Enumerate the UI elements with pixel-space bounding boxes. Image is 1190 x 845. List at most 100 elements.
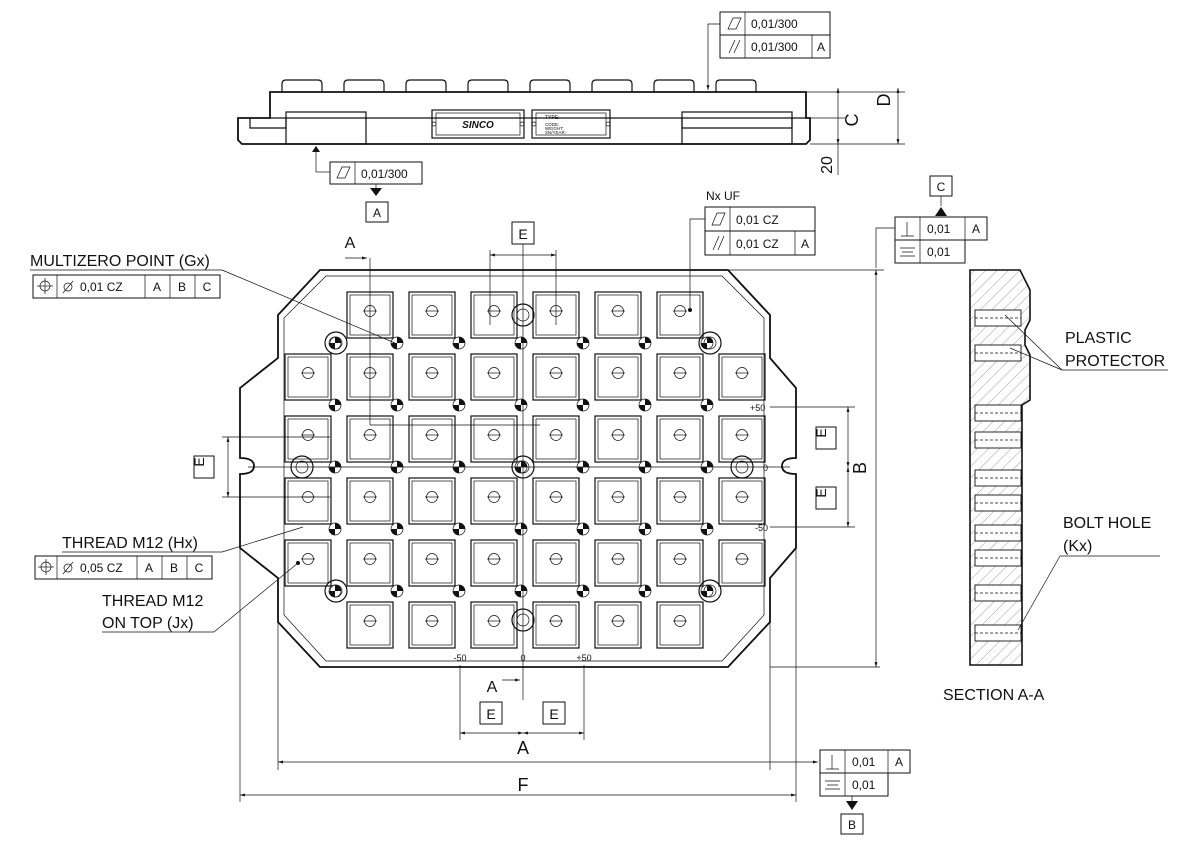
tile-inner [287, 418, 329, 460]
tile [408, 353, 456, 401]
tile [656, 601, 704, 649]
thread-hx-tol-a: A [145, 561, 153, 575]
datum-a-label: A [373, 206, 381, 220]
dim-d: D [874, 94, 894, 107]
tile [284, 353, 332, 401]
bolt-hole-callout: BOLT HOLE (Kx) [1017, 515, 1160, 631]
section-view: PLASTIC PROTECTOR BOLT HOLE (Kx) SECTION… [943, 269, 1168, 704]
bottom-perp-value: 0,01 [852, 755, 876, 769]
position-icon [37, 278, 53, 294]
zero-point-markers [290, 303, 754, 632]
zero-point-quadrant [329, 529, 335, 535]
section-body [969, 269, 1031, 666]
tile [656, 477, 704, 525]
multizero-ring-inner [329, 336, 343, 350]
tile [594, 291, 642, 339]
plate-outline [239, 269, 797, 668]
thread-jx-callout: THREAD M12 ON TOP (Jx) [102, 561, 300, 633]
plastic-line2: PROTECTOR [1065, 353, 1165, 370]
thread-hx-callout: THREAD M12 (Hx) 0,05 CZ A B C [34, 526, 304, 580]
zero-point-quadrant [515, 591, 521, 597]
datum-c-label: C [937, 180, 946, 194]
tile [284, 477, 332, 525]
zero-point-quadrant [645, 337, 651, 343]
zero-point-quadrant [521, 461, 527, 467]
tile-inner [349, 604, 391, 646]
centre-lines [248, 240, 790, 700]
section-a-top: A [345, 235, 356, 252]
perpendicular-icon-2 [826, 755, 839, 770]
zero-point-quadrant [645, 523, 651, 529]
tile [346, 601, 394, 649]
tile [284, 415, 332, 463]
tile-inner [411, 356, 453, 398]
tile-inner [597, 418, 639, 460]
tile-inner [473, 418, 515, 460]
tile [470, 477, 518, 525]
top-parallel-ref: A [817, 40, 825, 54]
zero-point-quadrant [583, 585, 589, 591]
tile [656, 291, 704, 339]
position-icon-2 [38, 559, 54, 575]
symmetry-icon-2 [825, 780, 840, 790]
tile-inner [721, 542, 763, 584]
dim-e-left: E [191, 457, 207, 466]
top-flatness-value: 0,01/300 [751, 17, 798, 31]
main-view: Nx UF 0,01 CZ 0,01 CZ A C 0,01 [30, 175, 988, 835]
multizero-callout: MULTIZERO POINT (Gx) 0,01 CZ A B C [30, 253, 396, 344]
tile-inner [411, 480, 453, 522]
zero-point-quadrant [515, 405, 521, 411]
tile [532, 353, 580, 401]
dim-20: 20 [819, 156, 836, 174]
zero-point-quadrant [459, 523, 465, 529]
diameter-icon-2 [62, 561, 74, 575]
zero-point-quadrant [701, 529, 707, 535]
tile [284, 539, 332, 587]
tile [346, 477, 394, 525]
zero-point-quadrant [453, 467, 459, 473]
bottom-flatness-value: 0,01/300 [361, 167, 408, 181]
zero-point-quadrant [521, 523, 527, 529]
multizero-label: MULTIZERO POINT (Gx) [30, 253, 210, 270]
dim-e-bottom2: E [549, 706, 558, 722]
zero-point-quadrant [577, 343, 583, 349]
zero-point-quadrant [577, 467, 583, 473]
zero-point-quadrant [577, 529, 583, 535]
zero-point-quadrant [335, 461, 341, 467]
thread-jx-line2: ON TOP (Jx) [102, 615, 194, 632]
tile-inner [287, 356, 329, 398]
section-a-bottom-marker: A [487, 679, 498, 696]
multizero-tol-value: 0,01 CZ [80, 280, 123, 294]
zero-point-quadrant [583, 523, 589, 529]
bolt-line1: BOLT HOLE [1063, 515, 1151, 532]
tile [718, 477, 766, 525]
tile [408, 601, 456, 649]
zero-point-quadrant [397, 337, 403, 343]
top-parallel-value: 0,01/300 [751, 40, 798, 54]
tile [656, 353, 704, 401]
tile-inner [411, 294, 453, 336]
zero-point-quadrant [397, 461, 403, 467]
tile [594, 353, 642, 401]
zero-point-quadrant [583, 399, 589, 405]
dim-c: C [842, 114, 862, 127]
tile-inner [597, 604, 639, 646]
locating-bump [343, 79, 385, 92]
zero-point-quadrant [645, 585, 651, 591]
tile [718, 539, 766, 587]
scale-0-bottom: 0 [520, 653, 525, 663]
zero-point-quadrant [459, 399, 465, 405]
perpendicular-icon [901, 222, 914, 237]
multizero-tol-a: A [153, 280, 161, 294]
tile-inner [473, 542, 515, 584]
tile [408, 539, 456, 587]
zero-point-quadrant [459, 585, 465, 591]
tile [532, 477, 580, 525]
zero-point-quadrant [707, 399, 713, 405]
zero-point-quadrant [583, 461, 589, 467]
uf-parallel-value: 0,01 CZ [736, 237, 779, 251]
tile [470, 539, 518, 587]
zero-point-quadrant [707, 585, 713, 591]
perp-ref: A [972, 222, 980, 236]
